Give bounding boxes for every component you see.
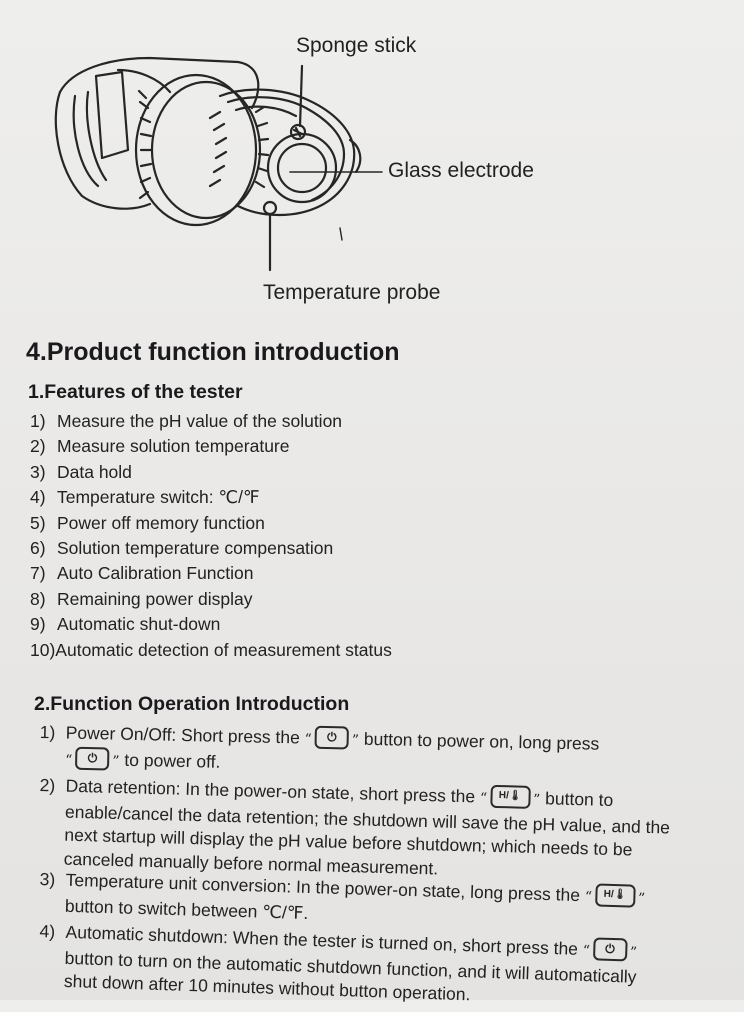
item-number: 2)	[30, 436, 46, 457]
item-text: Remaining power display	[57, 588, 253, 609]
item-text: Power off memory function	[57, 512, 265, 533]
item-number: 9)	[30, 614, 46, 635]
item-text: Automatic shut-down	[57, 614, 221, 635]
item-text: Solution temperature compensation	[57, 537, 334, 558]
power-button-icon: ⏻	[75, 746, 110, 771]
list-item: 8) Remaining power display	[30, 587, 392, 612]
item-number: 3)	[39, 868, 56, 890]
item-number: 4)	[39, 920, 56, 942]
section-title: 4.Product function introduction	[26, 338, 400, 366]
features-heading: 1.Features of the tester	[28, 381, 243, 403]
item-number: 8)	[30, 588, 46, 609]
item-text: Temperature switch: ℃/℉	[57, 487, 260, 508]
glass-electrode-label: Glass electrode	[388, 159, 534, 182]
item-text: to power off.	[124, 749, 221, 772]
open-quote: “	[584, 889, 593, 906]
operation-item-data-retention: 2)Data retention: In the power-on state,…	[37, 774, 670, 886]
list-item: 6) Solution temperature compensation	[30, 536, 392, 561]
open-quote: “	[582, 943, 591, 960]
operation-item-auto-shutdown: 4)Automatic shutdown: When the tester is…	[38, 920, 638, 1012]
item-text: Auto Calibration Function	[57, 563, 254, 584]
item-number: 1)	[39, 721, 56, 743]
power-button-icon: ⏻	[314, 726, 350, 750]
close-quote: ”	[532, 791, 541, 809]
open-quote: “	[479, 790, 488, 807]
item-number: 2)	[39, 774, 56, 796]
close-quote: ”	[112, 753, 120, 770]
operation-heading: 2.Function Operation Introduction	[34, 693, 350, 715]
temperature-probe-label: Temperature probe	[263, 281, 441, 304]
power-button-icon: ⏻	[592, 937, 628, 962]
list-item: 7) Auto Calibration Function	[30, 561, 392, 586]
list-item: 5) Power off memory function	[30, 511, 392, 536]
item-text: button to	[544, 788, 614, 811]
item-number: 10)	[30, 639, 56, 660]
close-quote: ”	[637, 890, 646, 907]
item-number: 1)	[30, 411, 46, 431]
list-item: 10)Automatic detection of measurement st…	[30, 638, 392, 663]
item-text: Measure solution temperature	[57, 436, 290, 457]
open-quote: “	[304, 731, 312, 748]
item-text: Data hold	[57, 461, 132, 482]
item-text: Measure the pH value of the solution	[57, 411, 343, 431]
features-list: 1) Measure the pH value of the solution 2…	[30, 409, 392, 663]
list-item: 9) Automatic shut-down	[30, 612, 392, 637]
item-number: 5)	[30, 512, 46, 533]
item-text: button to power on, long press	[363, 728, 600, 754]
item-number: 7)	[30, 563, 46, 584]
hold-button-icon: H/🌡	[594, 883, 636, 909]
item-text: Power On/Off: Short press the	[65, 722, 301, 748]
list-item: 3) Data hold	[30, 460, 392, 485]
item-text: Automatic detection of measurement statu…	[55, 639, 392, 660]
open-quote: “	[65, 752, 73, 769]
item-number: 4)	[30, 487, 46, 508]
list-item: 2) Measure solution temperature	[30, 434, 392, 459]
hold-button-icon: H/🌡	[489, 785, 531, 810]
ph-tester-diagram	[54, 56, 383, 272]
sponge-stick-label: Sponge stick	[296, 34, 417, 57]
close-quote: ”	[351, 732, 360, 749]
list-item: 4) Temperature switch: ℃/℉	[30, 485, 392, 510]
operation-item-power: 1)Power On/Off: Short press the “⏻” butt…	[39, 721, 600, 784]
item-number: 6)	[30, 537, 46, 558]
item-number: 3)	[30, 461, 46, 482]
list-item: 1) Measure the pH value of the solution	[30, 409, 392, 434]
close-quote: ”	[629, 944, 638, 961]
